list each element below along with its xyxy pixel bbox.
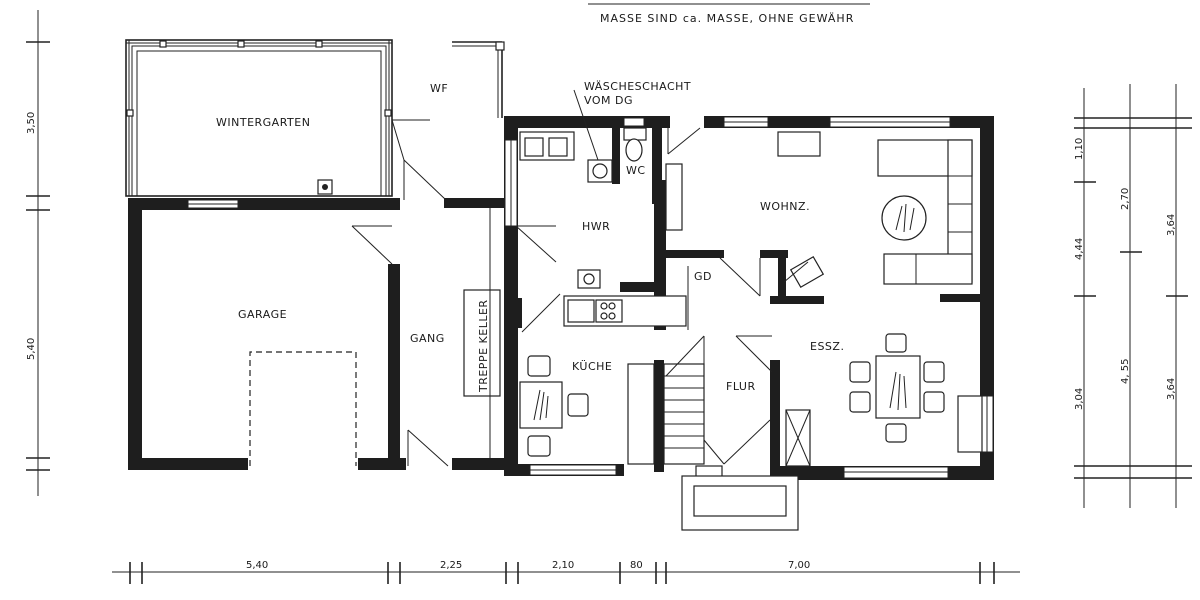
disclaimer-note: MASSE SIND ca. MASSE, OHNE GEWÄHR [600, 12, 854, 25]
dim-bottom-5-40: 5,40 [246, 560, 268, 571]
dim-right-3-04: 3,04 [1074, 388, 1085, 410]
entrance-steps [681, 475, 799, 531]
room-label-hwr: HWR [582, 220, 610, 233]
dim-bottom-7-00: 7,00 [788, 560, 810, 571]
main-staircase [627, 266, 725, 481]
wintergarten-frame [125, 39, 393, 197]
label-waescheschacht: WÄSCHESCHACHT [584, 80, 691, 93]
gang-door-leaf [407, 429, 449, 467]
dim-bottom-80: 80 [630, 560, 643, 571]
dim-left-5-40: 5,40 [26, 338, 37, 360]
room-label-wf: WF [430, 82, 448, 95]
room-label-kueche: KÜCHE [572, 360, 612, 373]
dining-furniture [785, 333, 983, 467]
shaft-pointer [573, 89, 599, 161]
house-windows [504, 116, 994, 479]
garage-walls [128, 198, 504, 470]
room-label-garage: GARAGE [238, 308, 287, 321]
room-label-wohnz: WOHNZ. [760, 200, 810, 213]
windfang-frame [391, 41, 505, 201]
garage-door-outline [249, 351, 357, 466]
bottom-dimension-line [112, 562, 1020, 584]
dim-right-3-64-bottom: 3,64 [1166, 378, 1177, 400]
dim-bottom-2-25: 2,25 [440, 560, 462, 571]
left-dimension-line [26, 10, 50, 496]
room-label-flur: FLUR [726, 380, 756, 393]
label-treppe-keller: TREPPE KELLER [477, 299, 490, 393]
flue-opening [322, 184, 328, 190]
room-label-gd: GD [694, 270, 712, 283]
kitchen-fixtures [519, 269, 687, 457]
living-furniture [777, 131, 973, 288]
dim-left-3-50: 3,50 [26, 112, 37, 134]
room-label-wc: WC [626, 164, 646, 177]
dim-right-1-10: 1,10 [1074, 138, 1085, 160]
dim-right-4-55: 4, 55 [1120, 359, 1131, 384]
dim-right-4-44: 4,44 [1074, 238, 1085, 260]
room-label-gang: GANG [410, 332, 445, 345]
cellar-stair-box [463, 289, 501, 397]
hwr-fixtures [515, 89, 701, 263]
label-vom-dg: VOM DG [584, 94, 633, 107]
dim-right-2-70: 2,70 [1120, 188, 1131, 210]
dim-bottom-2-10: 2,10 [552, 560, 574, 571]
room-label-essz: ESSZ. [810, 340, 844, 353]
dim-right-3-64-top: 3,64 [1166, 214, 1177, 236]
right-dimension-lines [1074, 84, 1192, 508]
room-label-wintergarten: WINTERGARTEN [216, 116, 310, 129]
